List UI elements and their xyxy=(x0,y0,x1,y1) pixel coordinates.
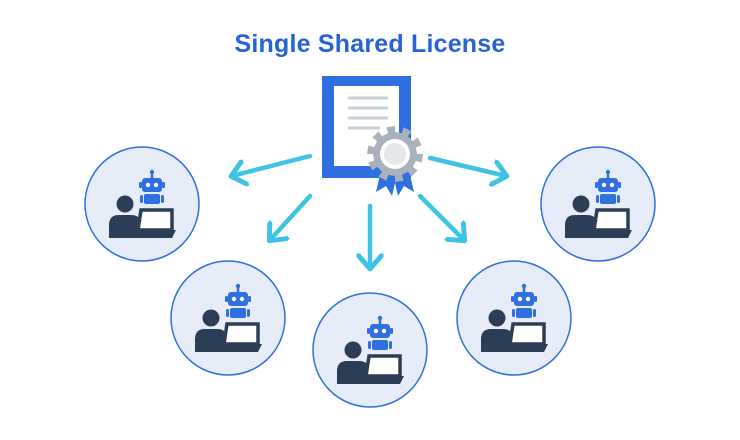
user-node-2 xyxy=(170,260,286,376)
certificate-gear-icon xyxy=(322,76,423,196)
user-circle xyxy=(170,260,286,376)
user-circle xyxy=(84,146,200,262)
users-group xyxy=(84,146,656,408)
arrow-icon-1 xyxy=(232,153,313,176)
arrow-icon-2 xyxy=(270,193,313,240)
diagram-title: Single Shared License xyxy=(234,30,506,58)
user-node-1 xyxy=(84,146,200,262)
arrow-icon-4 xyxy=(417,193,464,240)
user-circle xyxy=(312,292,428,408)
arrows-group xyxy=(232,153,506,268)
user-node-5 xyxy=(540,146,656,262)
arrow-icon-5 xyxy=(427,155,506,176)
user-circle xyxy=(540,146,656,262)
user-circle xyxy=(456,260,572,376)
user-node-3 xyxy=(312,292,428,408)
user-node-4 xyxy=(456,260,572,376)
